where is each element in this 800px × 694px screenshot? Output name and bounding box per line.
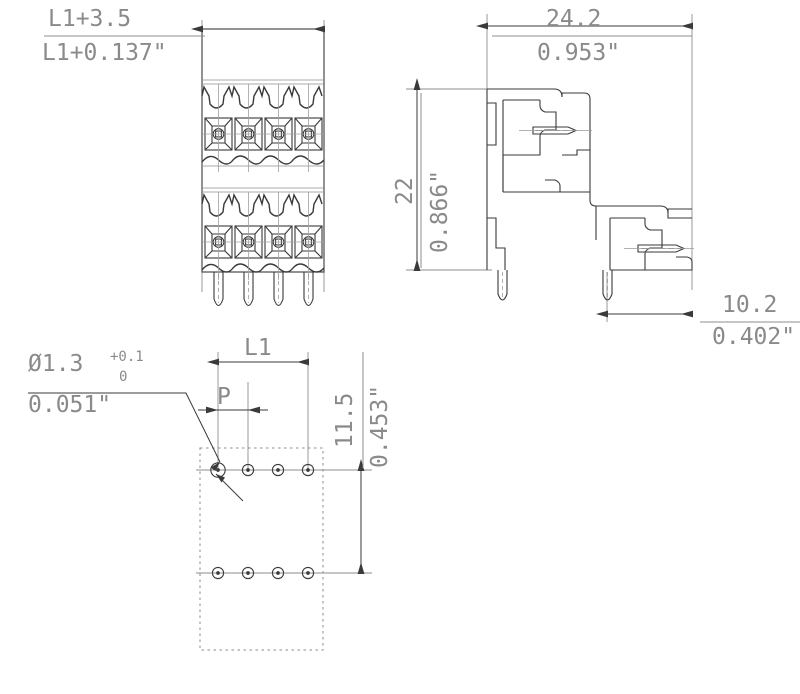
overall-width-metric-text: L1+3.5 <box>48 6 131 32</box>
hole <box>241 566 255 580</box>
side-height-metric-text: 22 <box>392 177 418 205</box>
row-spacing-ext-lines <box>200 469 372 574</box>
hole <box>301 566 315 580</box>
footprint-view <box>28 352 372 651</box>
front-view-pins <box>213 272 314 307</box>
row-spacing-metric-text: 11.5 <box>332 393 358 448</box>
front-view <box>191 20 325 307</box>
side-height-imperial-text: 0.866" <box>427 170 453 253</box>
front-body-outline <box>201 28 325 273</box>
hole-diameter-tolerance-lower-text: 0 <box>119 369 127 385</box>
front-lower-row <box>201 187 325 273</box>
hole <box>241 463 255 477</box>
row-spacing-imperial-text: 0.453" <box>367 385 393 468</box>
side-depth-metric-text: 24.2 <box>546 6 601 32</box>
lower-offset-metric-text: 10.2 <box>722 292 777 318</box>
side-view <box>406 14 694 322</box>
L1-label-text: L1 <box>244 335 272 361</box>
front-view-centrelines <box>202 84 324 280</box>
footprint-hole-row-upper <box>210 462 315 478</box>
hole-diameter-tolerance-upper-text: +0.1 <box>110 349 144 365</box>
hole <box>271 463 285 477</box>
hole <box>271 566 285 580</box>
overall-width-imperial-text: L1+0.137" <box>42 40 167 66</box>
side-body-outline <box>486 88 694 301</box>
hole-diameter-symbol-text: Ø1.3 <box>28 351 83 377</box>
hole <box>301 463 315 477</box>
footprint-hole-row-lower <box>211 566 315 580</box>
P-label-text: P <box>217 384 231 410</box>
hole-diameter-imperial-text: 0.051" <box>28 392 111 418</box>
L1-ext-lines <box>217 352 309 472</box>
diameter-leader-line <box>28 392 244 502</box>
hole <box>210 462 226 478</box>
lower-offset-imperial-text: 0.402" <box>712 324 795 350</box>
hole <box>211 566 225 580</box>
footprint-body-outline <box>199 447 324 651</box>
footprint-centrelines <box>196 469 335 574</box>
front-upper-row <box>201 79 325 167</box>
side-depth-imperial-text: 0.953" <box>537 40 620 66</box>
